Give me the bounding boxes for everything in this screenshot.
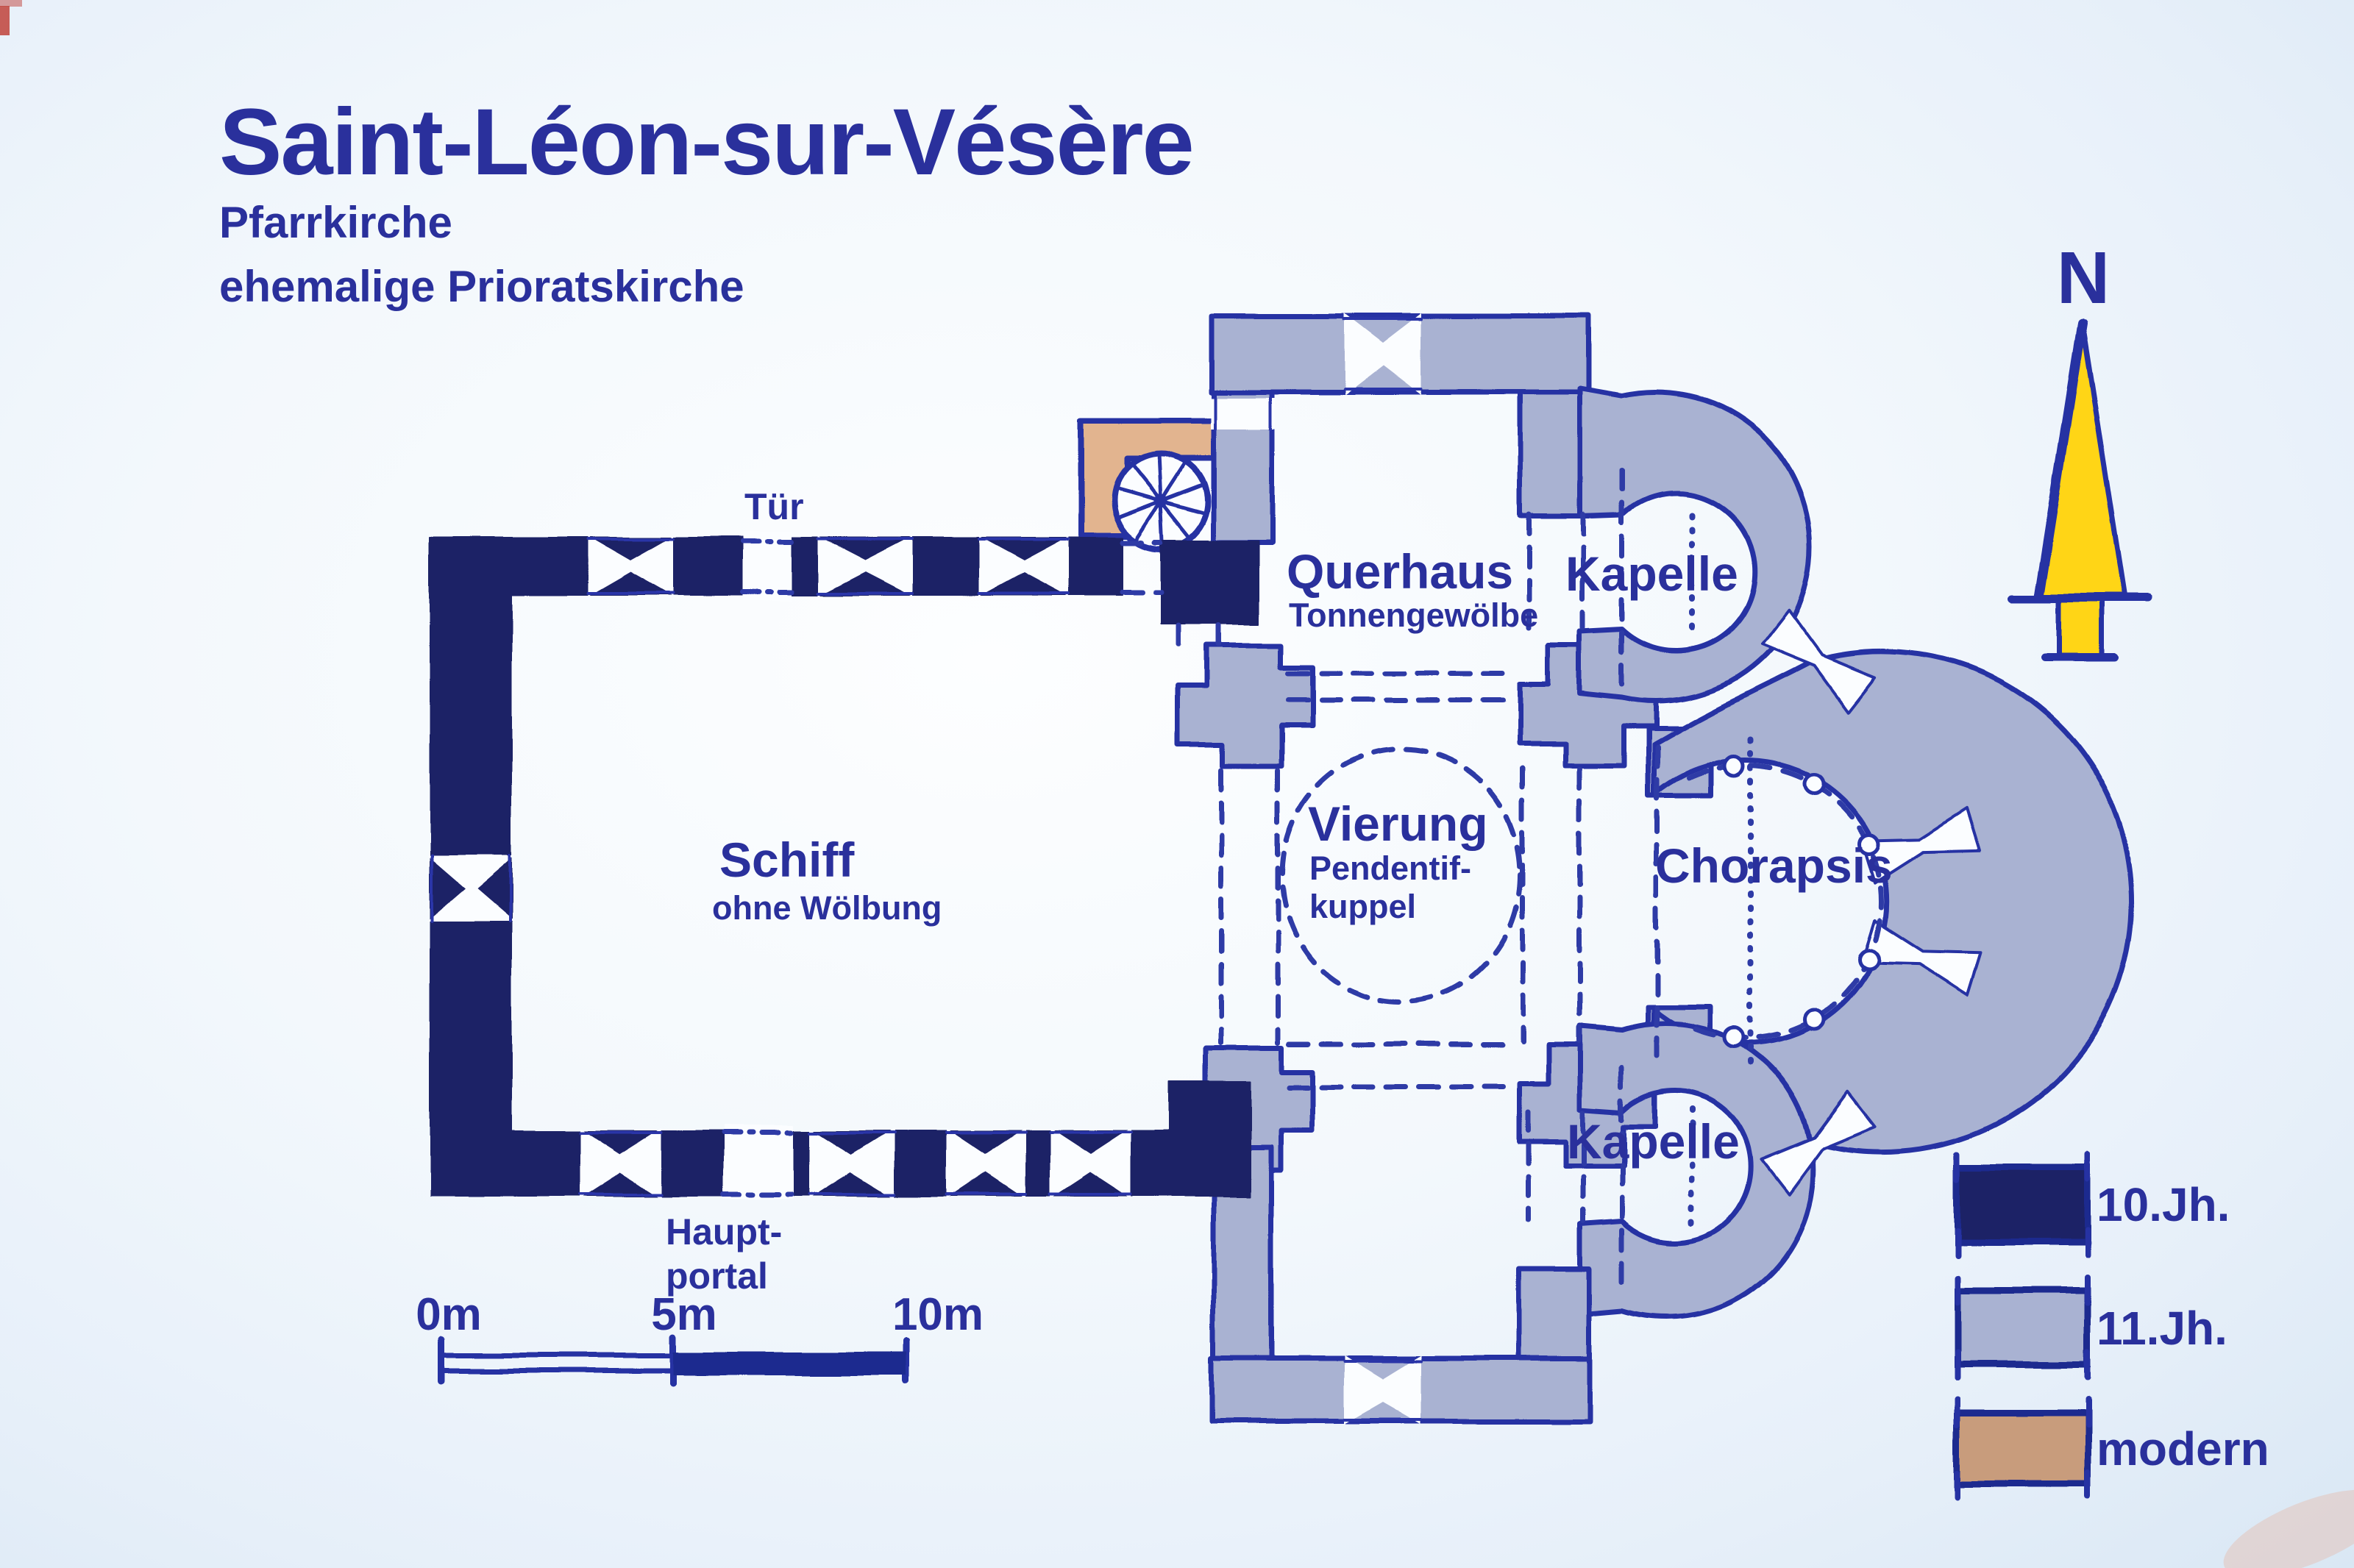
scale-label-5m: 5m <box>651 1289 717 1340</box>
chapel-north-apse <box>1577 385 1813 704</box>
nave-walls-10th-century <box>430 537 1259 1197</box>
label-kapelle-sued: Kapelle <box>1567 1114 1740 1169</box>
label-hauptportal-2: portal <box>666 1255 768 1297</box>
label-schiff-sub: ohne Wölbung <box>712 889 942 927</box>
label-tuer: Tür <box>744 486 804 527</box>
nave-ne-pier <box>1160 540 1259 624</box>
label-vierung-sub2: kuppel <box>1309 888 1416 925</box>
label-kapelle-nord: Kapelle <box>1565 546 1738 601</box>
legend-swatch-10jh <box>1953 1152 2091 1258</box>
legend-label-11jh: 11.Jh. <box>2097 1302 2227 1355</box>
dashed-vault-lines <box>722 468 1884 1286</box>
compass-north-label: N <box>2057 237 2110 319</box>
label-vierung-sub1: Pendentif- <box>1309 849 1471 887</box>
label-schiff: Schiff <box>719 833 855 887</box>
subtitle-pfarrkirche: Pfarrkirche <box>219 198 452 247</box>
modern-stair-structure <box>1078 418 1218 552</box>
label-chorapsis: Chorapsis <box>1655 838 1893 893</box>
label-querhaus-sub: Tonnengewölbe <box>1289 596 1538 634</box>
scale-label-10m: 10m <box>892 1289 984 1340</box>
legend-swatch-11jh <box>1953 1275 2091 1380</box>
wall-face-lines <box>430 318 1423 1421</box>
scale-label-0m: 0m <box>416 1289 482 1340</box>
subtitle-prioratskirche: ehemalige Prioratskirche <box>219 262 744 311</box>
page-title: Saint-Léon-sur-Vésère <box>219 90 1193 195</box>
transept-north-wall <box>1209 313 1592 395</box>
chorapsis-columns <box>1722 755 1881 1049</box>
nave-se-pier <box>1169 1080 1251 1137</box>
transept-nw-door <box>1211 398 1275 430</box>
legend <box>1953 1152 2091 1500</box>
label-hauptportal-1: Haupt- <box>666 1211 782 1252</box>
pendentif-dome-circle <box>1279 746 1523 1005</box>
hauptportal-opening <box>725 1125 793 1199</box>
transept-east-wall-south <box>1516 1266 1592 1365</box>
window-openings <box>427 313 1983 1424</box>
crossing-pier-nw <box>1174 642 1315 769</box>
label-querhaus: Querhaus <box>1287 544 1513 599</box>
north-arrow-icon <box>2008 318 2152 661</box>
text-layer: Saint-Léon-sur-Vésère Pfarrkirche ehemal… <box>219 90 2269 1475</box>
legend-label-10jh: 10.Jh. <box>2097 1178 2230 1231</box>
chapel-south-apse <box>1577 1020 1816 1320</box>
scale-bar <box>437 1333 909 1388</box>
legend-label-modern: modern <box>2097 1422 2269 1475</box>
legend-swatch-modern <box>1953 1396 2091 1500</box>
label-vierung: Vierung <box>1308 797 1488 851</box>
